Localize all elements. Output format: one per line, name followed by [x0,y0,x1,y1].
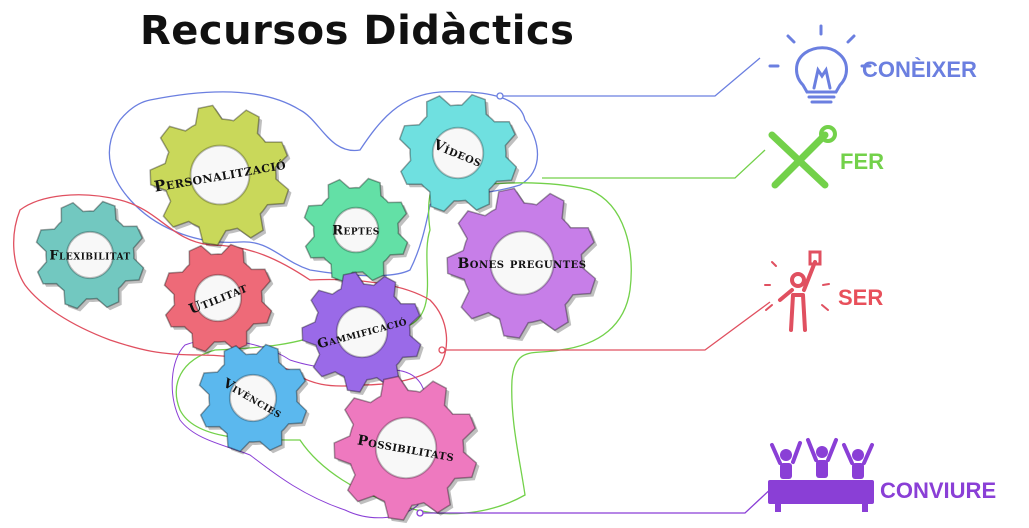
page-title: Recursos Didàctics [140,8,575,54]
gear-hole [374,416,438,480]
gear-personalitzacio: Personalització [149,104,292,249]
coneixer-connector-dot [496,92,504,100]
gear-videos: Vídeos [398,93,520,215]
gear-label-repte: Reptes [332,224,380,239]
gear-label-bones-preguntes: Bones preguntes [457,256,586,272]
category-label-ser: SER [838,285,884,310]
category-label-coneixer: CONÈIXER [862,57,977,82]
gear-hole [489,230,555,296]
gear-hole [189,144,251,206]
gear-hole [431,126,485,180]
ser-cluster-outline [13,194,448,387]
gear-flexibilitat: Flexibilitat [35,200,147,312]
gear-label-flexibilitat: Flexibilitat [49,249,130,264]
conviure-cluster-outline [171,339,427,519]
category-label-fer: FER [840,149,884,174]
gear-gammificacio: Gammificació [301,271,424,395]
conviure-connector-dot [416,509,424,517]
gear-hole [193,273,243,323]
tools-icon [768,125,837,189]
gear-possibilitats: Possibilitats [333,375,480,523]
coneixer-connector [500,57,761,97]
gear-bones-preguntes: Bones preguntes [446,187,599,341]
gear-hole [335,305,389,359]
gear-hole [332,206,380,254]
fer-connector [542,149,766,179]
gear-hole [65,230,115,280]
group-icon [768,438,874,512]
ser-connector-dot [438,346,446,354]
gear-hole [228,373,278,423]
person-cheering-icon [764,250,830,332]
gear-vivencies: Vivències [198,343,310,455]
gear-utilitat: Utilitat [163,243,275,355]
conviure-connector [420,484,776,514]
lightbulb-icon [768,24,872,104]
ser-connector [442,301,771,351]
category-label-conviure: CONVIURE [880,478,997,503]
gear-repte: Reptes [303,177,411,285]
